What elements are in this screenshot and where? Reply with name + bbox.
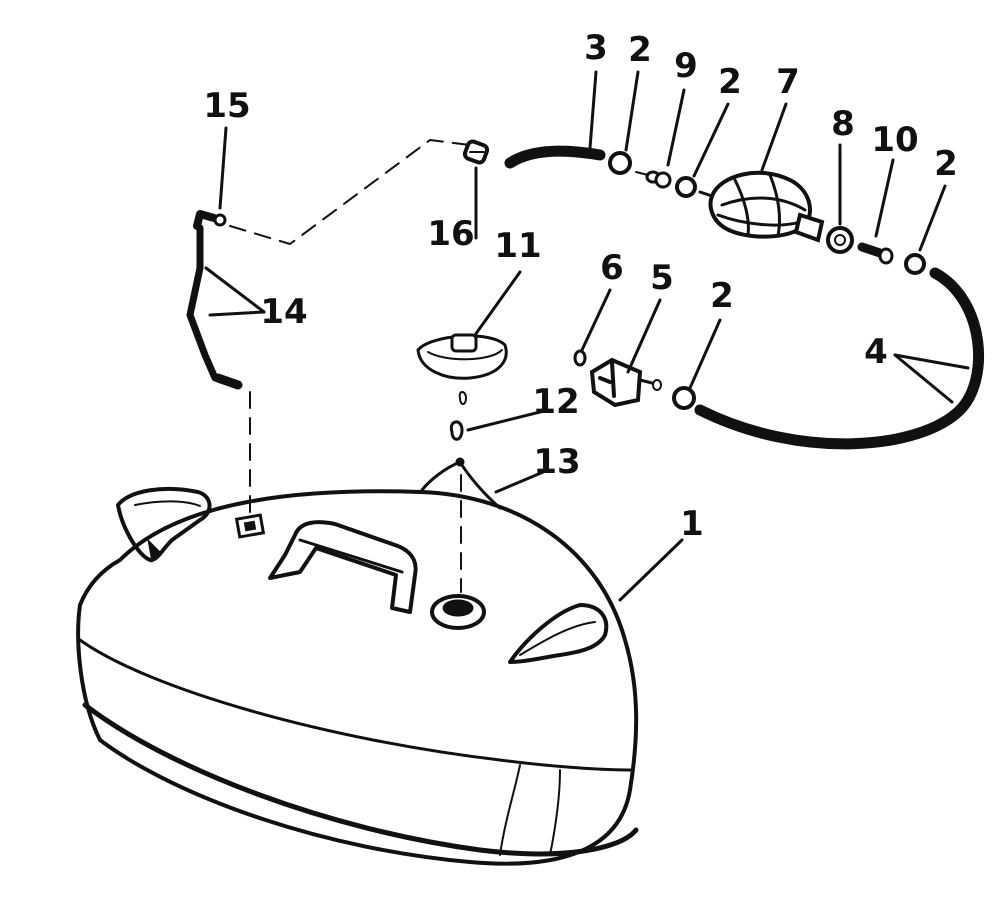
hose-clamp <box>608 151 632 175</box>
tank-right-grip <box>508 603 609 664</box>
fuel-line-connector <box>589 357 662 408</box>
callout-8: 8 <box>831 104 855 144</box>
fuel-pickup-tube <box>186 224 243 390</box>
fuel-hose-short <box>504 145 606 169</box>
hose-clamp <box>672 386 696 410</box>
callout-4: 4 <box>864 332 888 372</box>
fuel-hose-long <box>694 267 984 450</box>
callout-5: 5 <box>650 258 674 298</box>
leader-lines <box>204 70 970 602</box>
hose-clamp <box>675 176 697 198</box>
cap-gasket <box>449 391 467 441</box>
hose-clamp <box>904 253 926 275</box>
callout-2: 2 <box>628 30 652 70</box>
hose-connector <box>635 170 672 189</box>
callout-11: 11 <box>494 226 542 266</box>
elbow-fitting <box>193 210 227 230</box>
callout-12: 12 <box>532 382 580 422</box>
fuel-fill-cap <box>416 333 508 380</box>
tank-carry-handle <box>268 520 418 614</box>
callout-1: 1 <box>680 504 704 544</box>
callout-13: 13 <box>533 442 581 482</box>
callout-2: 2 <box>934 144 958 184</box>
assembly-dash-lines <box>229 139 471 593</box>
o-ring <box>573 349 587 367</box>
callout-2: 2 <box>718 62 742 102</box>
hose-connector-threaded <box>857 242 894 265</box>
callout-16: 16 <box>427 214 475 254</box>
fuel-tank <box>76 489 639 866</box>
callout-2: 2 <box>710 276 734 316</box>
primer-bulb <box>698 170 825 243</box>
tank-left-grip <box>116 486 212 564</box>
callout-14: 14 <box>260 292 308 332</box>
cap-retainer-chain <box>420 457 502 510</box>
callout-3: 3 <box>584 28 608 68</box>
tank-fill-neck <box>430 594 486 630</box>
callout-7: 7 <box>776 62 800 102</box>
callout-15: 15 <box>203 86 251 126</box>
tank-connector <box>462 139 490 165</box>
callout-6: 6 <box>600 248 624 288</box>
callout-9: 9 <box>674 46 698 86</box>
check-valve <box>826 226 854 254</box>
tank-pickup-fitting <box>234 513 266 539</box>
callout-10: 10 <box>871 120 919 160</box>
